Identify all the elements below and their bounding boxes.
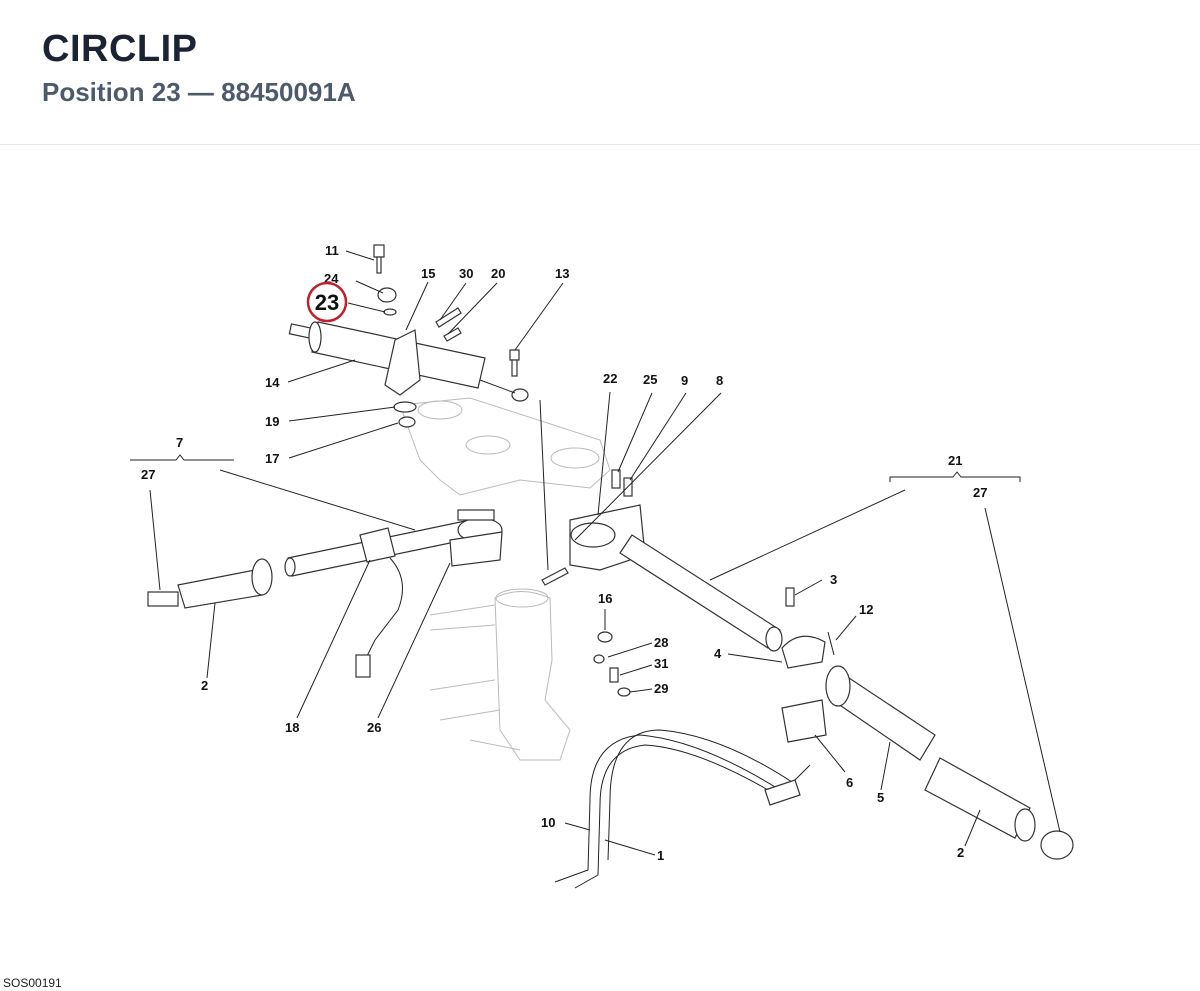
callout-4: 4 — [714, 646, 722, 661]
callout-22: 22 — [603, 371, 617, 386]
callout-2-right: 2 — [957, 845, 964, 860]
highlight-ring — [306, 281, 348, 323]
callout-8: 8 — [716, 373, 723, 388]
callout-27-left: 27 — [141, 467, 155, 482]
right-grip — [924, 757, 1074, 860]
callout-19: 19 — [265, 414, 279, 429]
left-grip — [147, 558, 273, 609]
callout-15: 15 — [421, 266, 435, 281]
right-handlebar — [619, 534, 783, 652]
callout-26: 26 — [367, 720, 381, 735]
callout-5: 5 — [877, 790, 884, 805]
throttle-housing-4-6 — [781, 587, 835, 743]
spacer-17 — [398, 416, 416, 428]
part-subtitle: Position 23 — 88450091A — [42, 77, 356, 107]
throttle-tube-5 — [825, 665, 936, 761]
callout-3: 3 — [830, 572, 837, 587]
callout-9: 9 — [681, 373, 688, 388]
triple-clamp-ghost — [399, 397, 611, 496]
damper-bolt-11 — [373, 244, 385, 274]
diagram-code: SOS00191 — [3, 976, 62, 990]
bushing-24 — [377, 287, 397, 303]
callout-11: 11 — [325, 243, 339, 258]
callout-labels: 11 24 15 30 20 13 14 19 17 7 27 2 18 26 … — [141, 243, 987, 863]
steering-damper — [288, 321, 529, 402]
callout-20: 20 — [491, 266, 505, 281]
callout-13: 13 — [555, 266, 569, 281]
bolt-20 — [443, 327, 462, 342]
callout-30: 30 — [459, 266, 473, 281]
callout-29: 29 — [654, 681, 668, 696]
callout-1: 1 — [657, 848, 664, 863]
callout-12: 12 — [859, 602, 873, 617]
frame-ghost — [429, 588, 571, 761]
callout-2-left: 2 — [201, 678, 208, 693]
callout-21: 21 — [948, 453, 962, 468]
bolt-22 — [541, 567, 569, 586]
callout-7: 7 — [176, 435, 183, 450]
callout-18: 18 — [285, 720, 299, 735]
highlight-number: 23 — [315, 290, 339, 315]
callout-16: 16 — [598, 591, 612, 606]
callout-10: 10 — [541, 815, 555, 830]
clamp-26 — [449, 509, 503, 567]
switch-18 — [355, 527, 403, 678]
callout-6: 6 — [846, 775, 853, 790]
callout-14: 14 — [265, 375, 280, 390]
small-bolts-16-28-29-31 — [593, 631, 631, 697]
circlip-23-part — [383, 308, 397, 316]
callout-25: 25 — [643, 372, 657, 387]
callout-31: 31 — [654, 656, 668, 671]
throttle-cables — [554, 729, 811, 889]
part-title: CIRCLIP — [42, 28, 198, 70]
header: CIRCLIP Position 23 — 88450091A — [0, 0, 1200, 145]
bolt-30 — [435, 307, 462, 328]
o-ring-19 — [393, 401, 417, 413]
leader-lines — [130, 250, 1061, 856]
bolt-13 — [509, 349, 520, 377]
callout-27-right: 27 — [973, 485, 987, 500]
callout-17: 17 — [265, 451, 279, 466]
highlight-position-23[interactable]: 23 — [306, 281, 348, 323]
callout-28: 28 — [654, 635, 668, 650]
